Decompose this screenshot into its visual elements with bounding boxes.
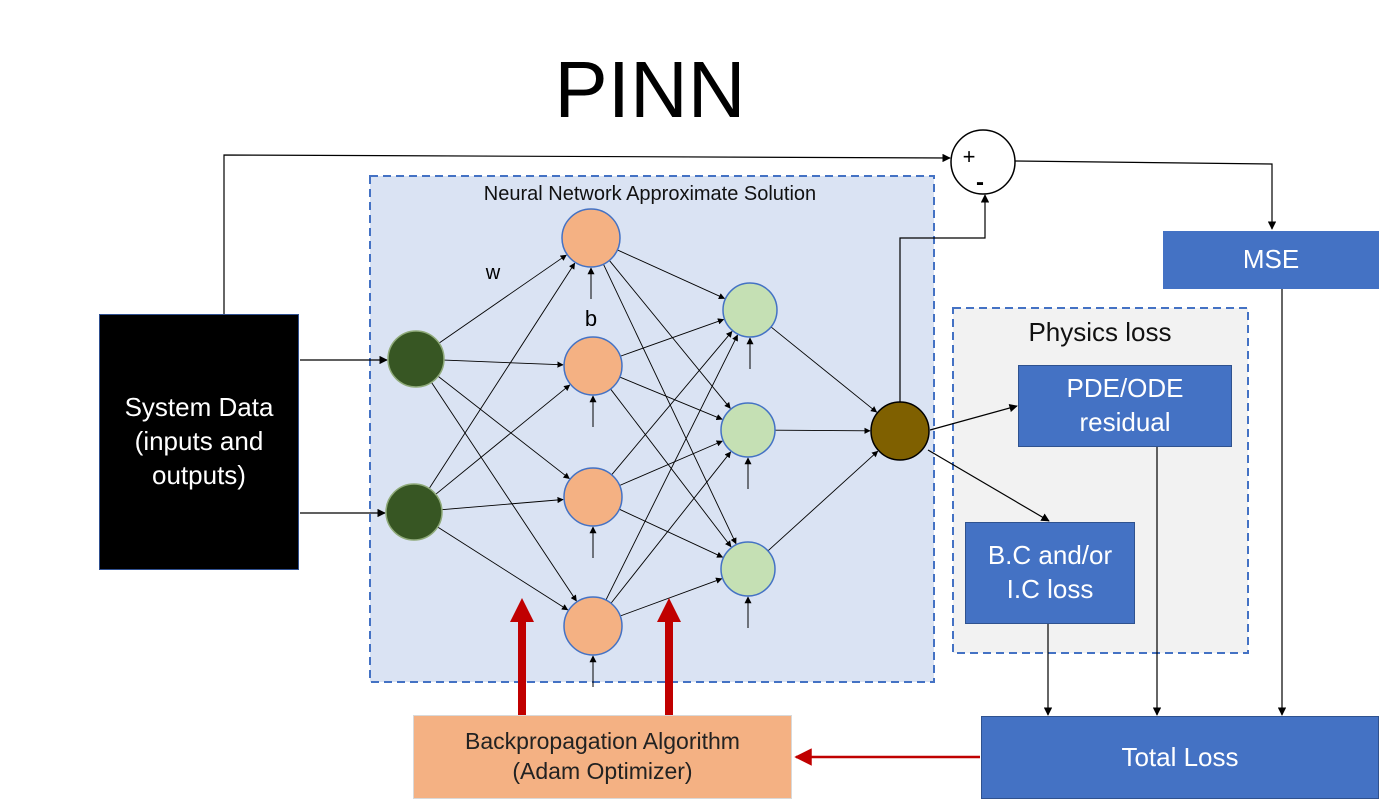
weight-connection xyxy=(770,326,878,413)
hidden1-node xyxy=(561,208,621,268)
output-to-sum-line xyxy=(899,194,990,404)
weight-connection xyxy=(603,264,737,545)
hidden2-node xyxy=(720,541,776,597)
weight-connection xyxy=(428,262,576,489)
output-node xyxy=(870,401,930,461)
page-title: PINN xyxy=(554,45,746,134)
sum-to-mse-line xyxy=(1014,160,1277,230)
bias-label: b xyxy=(584,305,598,331)
hidden1-node xyxy=(563,596,623,656)
neural-network-caption: Neural Network Approximate Solution xyxy=(483,183,817,205)
mse-box: MSE xyxy=(1163,231,1379,289)
network-connections xyxy=(428,249,879,617)
system-data-box: System Data (inputs and outputs) xyxy=(99,314,299,570)
weight-connection xyxy=(619,376,723,421)
weight-connection xyxy=(610,451,732,604)
backprop-update-arrow-left-shaft xyxy=(518,620,526,715)
weight-connection xyxy=(435,384,571,495)
network-nodes xyxy=(385,208,930,656)
weight-connection xyxy=(617,249,726,299)
input-node xyxy=(387,330,445,388)
hidden1-node xyxy=(563,336,623,396)
total-loss-box: Total Loss xyxy=(981,716,1379,799)
hidden2-node xyxy=(722,282,778,338)
sum-plus-sign: + xyxy=(962,143,976,169)
output-to-pde-line xyxy=(929,403,1018,431)
weight-connection xyxy=(605,334,738,601)
physics-loss-caption: Physics loss xyxy=(1028,317,1172,348)
backprop-arrows xyxy=(510,598,980,766)
hidden1-node xyxy=(563,467,623,527)
summing-junction xyxy=(950,129,1016,195)
weight-label: w xyxy=(485,262,501,284)
pde-residual-box: PDE/ODE residual xyxy=(1018,365,1232,447)
weight-connection xyxy=(437,375,570,479)
weight-connection xyxy=(437,526,569,611)
weight-connection xyxy=(609,260,731,409)
backprop-update-arrow-right-head xyxy=(657,598,681,622)
weight-connection xyxy=(443,359,564,368)
input-node xyxy=(385,483,443,541)
backpropagation-box: Backpropagation Algorithm (Adam Optimize… xyxy=(413,715,792,799)
weight-connection xyxy=(767,450,879,552)
backprop-update-arrow-right-shaft xyxy=(665,620,673,715)
output-to-bcic-line xyxy=(927,449,1050,522)
weight-connection xyxy=(619,440,723,486)
weight-connection xyxy=(431,382,577,602)
neural-network-region xyxy=(369,175,935,683)
weight-connection xyxy=(774,427,871,434)
flow-lines xyxy=(223,153,1287,716)
system-data-to-sum-line xyxy=(223,153,951,314)
weight-connection xyxy=(438,254,567,344)
weight-connection xyxy=(441,496,564,511)
weight-connection xyxy=(619,508,724,558)
hidden2-node xyxy=(720,402,776,458)
weight-connection xyxy=(620,577,723,617)
weight-connection xyxy=(611,330,733,476)
backprop-update-arrow-left-head xyxy=(510,598,534,622)
bias-arrows xyxy=(587,267,754,687)
bc-ic-loss-box: B.C and/or I.C loss xyxy=(965,522,1135,624)
weight-connection xyxy=(620,318,725,357)
sum-minus-sign: - xyxy=(976,169,984,197)
weight-connection xyxy=(610,388,732,548)
